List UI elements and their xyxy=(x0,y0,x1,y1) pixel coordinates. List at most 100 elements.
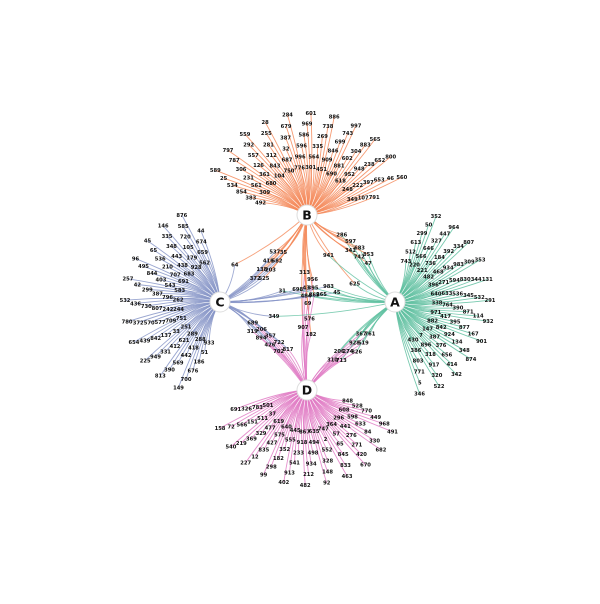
leaf-label: 674 xyxy=(196,239,207,245)
leaf-label: 28 xyxy=(261,120,269,126)
leaf-label: 451 xyxy=(316,167,327,173)
leaf-label: 37 xyxy=(269,412,277,418)
leaf-label: 331 xyxy=(160,350,171,356)
shared-label: 702 xyxy=(273,349,284,355)
leaf-label: 498 xyxy=(308,451,319,457)
shared-label: 853 xyxy=(363,252,374,258)
leaf-label: 114 xyxy=(473,314,484,320)
leaf-label: 348 xyxy=(166,244,177,250)
leaf-label: 292 xyxy=(243,143,254,149)
shared-label: 928 xyxy=(349,340,360,346)
leaf-label: 720 xyxy=(180,235,191,241)
leaf-label: 618 xyxy=(335,178,346,184)
leaf-label: 803 xyxy=(413,359,424,365)
shared-label: 484 xyxy=(301,293,312,299)
leaf-label: 676 xyxy=(187,369,198,375)
leaf-label: 653 xyxy=(374,178,385,184)
leaf-label: 540 xyxy=(225,445,236,451)
shared-label: 274 xyxy=(342,349,353,355)
leaf-label: 338 xyxy=(432,301,443,307)
leaf-label: 146 xyxy=(158,224,169,230)
leaf-label: 983 xyxy=(453,262,464,268)
leaf-label: 438 xyxy=(177,263,188,269)
leaf-label: 512 xyxy=(405,250,416,256)
shared-label: 713 xyxy=(336,358,347,364)
leaf-label: 969 xyxy=(302,122,313,128)
leaf-label: 700 xyxy=(181,377,192,383)
leaf-label: 881 xyxy=(334,164,345,170)
leaf-label: 536 xyxy=(452,292,463,298)
leaf-label: 50 xyxy=(425,222,433,228)
hub-node-a xyxy=(384,291,406,313)
leaf-label: 654 xyxy=(128,340,139,346)
leaf-label: 564 xyxy=(308,154,319,160)
leaf-label: 238 xyxy=(364,162,375,168)
leaf-label: 387 xyxy=(429,334,440,340)
leaf-label: 96 xyxy=(132,256,140,262)
leaf-label: 328 xyxy=(322,459,333,465)
leaf-label: 751 xyxy=(176,316,187,322)
leaf-label: 383 xyxy=(245,195,256,201)
leaf-label: 583 xyxy=(174,288,185,294)
leaf-label: 225 xyxy=(140,358,151,364)
leaf-label: 619 xyxy=(273,419,284,425)
leaf-label: 318 xyxy=(425,352,436,358)
leaf-label: 46 xyxy=(387,176,395,182)
leaf-label: 57 xyxy=(333,432,341,438)
leaf-label: 640 xyxy=(431,291,442,297)
leaf-label: 227 xyxy=(240,460,251,466)
leaf-label: 281 xyxy=(263,142,274,148)
leaf-label: 495 xyxy=(138,264,149,270)
leaf-label: 276 xyxy=(346,433,357,439)
leaf-label: 477 xyxy=(265,425,276,431)
leaf-label: 670 xyxy=(360,463,371,469)
leaf-label: 445 xyxy=(290,428,301,434)
leaf-label: 212 xyxy=(303,472,314,478)
leaf-label: 682 xyxy=(375,448,386,454)
leaf-label: 586 xyxy=(298,133,309,139)
leaf-label: 598 xyxy=(347,414,358,420)
leaf-label: 882 xyxy=(427,319,438,325)
leaf-label: 412 xyxy=(170,344,181,350)
leaf-label: 842 xyxy=(150,336,161,342)
leaf-label-layer: 7435126132995035222056664632744796422173… xyxy=(120,111,496,489)
leaf-label: 596 xyxy=(296,143,307,149)
shared-label: 956 xyxy=(307,277,318,283)
leaf-label: 436 xyxy=(130,301,141,307)
leaf-label: 348 xyxy=(459,348,470,354)
leaf-label: 601 xyxy=(305,111,316,117)
leaf-label: 65 xyxy=(336,442,344,448)
leaf-label: 12 xyxy=(251,454,259,460)
shared-label: 826 xyxy=(351,350,362,356)
leaf-label: 913 xyxy=(284,470,295,476)
leaf-label: 566 xyxy=(416,254,427,260)
shared-label: 35 xyxy=(280,250,288,256)
leaf-label: 771 xyxy=(414,370,425,376)
leaf-label: 182 xyxy=(273,456,284,462)
leaf-label: 45 xyxy=(144,239,152,245)
shared-label: 537 xyxy=(269,250,280,256)
leaf-label: 298 xyxy=(266,464,277,470)
leaf-label: 845 xyxy=(338,452,349,458)
leaf-label: 608 xyxy=(339,408,350,414)
leaf-label: 883 xyxy=(360,143,371,149)
leaf-label: 796 xyxy=(162,295,173,301)
leaf-label: 107 xyxy=(358,195,369,201)
leaf-label: 536 xyxy=(155,257,166,263)
leaf-label: 158 xyxy=(215,426,226,432)
leaf-label: 443 xyxy=(171,254,182,260)
shared-label: 983 xyxy=(323,284,334,290)
leaf-label: 928 xyxy=(191,265,202,271)
leaf-label: 441 xyxy=(340,424,351,430)
leaf-label: 134 xyxy=(452,340,463,346)
leaf-label: 251 xyxy=(181,324,192,330)
leaf-label: 327 xyxy=(431,239,442,245)
leaf-label: 219 xyxy=(236,441,247,447)
leaf-label: 262 xyxy=(173,297,184,303)
leaf-label: 248 xyxy=(342,187,353,193)
leaf-label: 329 xyxy=(256,431,267,437)
leaf-label: 876 xyxy=(176,213,187,219)
leaf-label: 934 xyxy=(306,462,317,468)
shared-label: 372 xyxy=(250,276,261,282)
leaf-label: 346 xyxy=(414,392,425,398)
